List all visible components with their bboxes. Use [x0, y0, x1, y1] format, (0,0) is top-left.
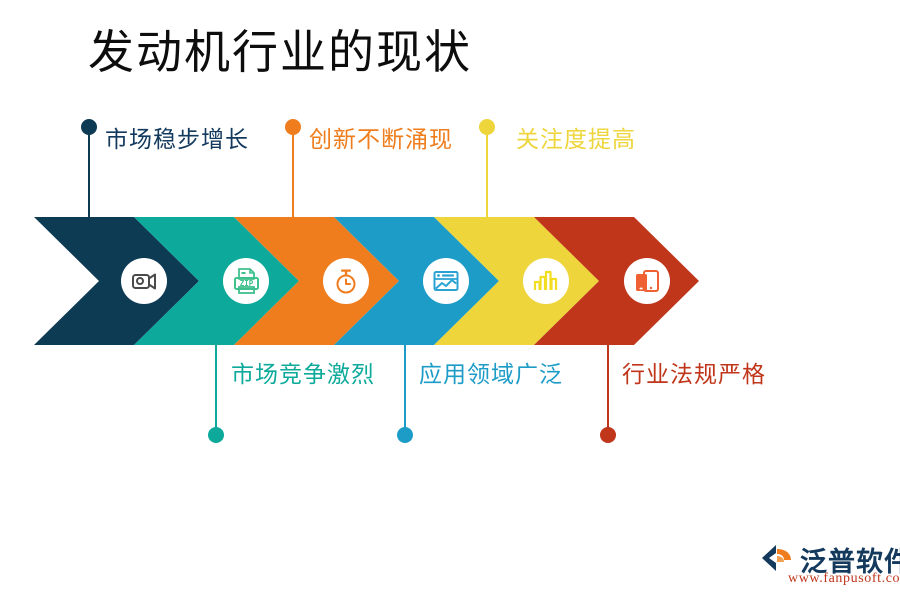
- icon-badge-4: [423, 258, 469, 304]
- devices-icon: [636, 270, 659, 292]
- icon-badge-2: ZIP: [223, 258, 269, 304]
- connector-dot-top-3: [479, 119, 495, 135]
- logo-website-url: www.fanpusoft.com: [788, 571, 900, 586]
- video-camera-icon: [132, 273, 156, 290]
- chevron-segment-2: [134, 217, 299, 345]
- chevron-segment-6: [534, 217, 699, 345]
- brand-logo: 泛普软件 www.fanpusoft.com: [760, 538, 900, 590]
- logo-company-name: 泛普软件: [800, 547, 900, 577]
- connector-dot-top-2: [285, 119, 301, 135]
- callout-bottom-3-label: 行业法规严格: [622, 362, 766, 387]
- chevron-segment-5: [434, 217, 599, 345]
- chevron-segment-3: [234, 217, 399, 345]
- connector-dot-top-1: [81, 119, 97, 135]
- connector-dot-bottom-1: [208, 427, 224, 443]
- icon-badge-3: [323, 258, 369, 304]
- stopwatch-icon: [336, 269, 356, 294]
- icon-badge-5: [523, 258, 569, 304]
- callout-bottom-2-label: 应用领域广泛: [419, 362, 563, 387]
- svg-text:ZIP: ZIP: [240, 279, 254, 288]
- zip-file-icon: ZIP: [234, 268, 259, 294]
- bar-chart-icon: [533, 270, 558, 290]
- chevron-segment-1: [34, 217, 199, 345]
- connector-dot-bottom-2: [397, 427, 413, 443]
- connector-dot-bottom-3: [600, 427, 616, 443]
- callout-bottom-1-label: 市场竞争激烈: [231, 362, 375, 387]
- page-title: 发动机行业的现状: [88, 27, 472, 78]
- chart-window-icon: [433, 271, 459, 291]
- icon-badge-1: [121, 258, 167, 304]
- callout-top-3-label: 关注度提高: [516, 127, 636, 152]
- fanpu-logo-mark: [762, 545, 791, 571]
- chevron-segment-4: [334, 217, 499, 345]
- icon-badge-6: [624, 258, 670, 304]
- callout-top-2-label: 创新不断涌现: [309, 127, 453, 152]
- callout-top-1-label: 市场稳步增长: [105, 127, 249, 152]
